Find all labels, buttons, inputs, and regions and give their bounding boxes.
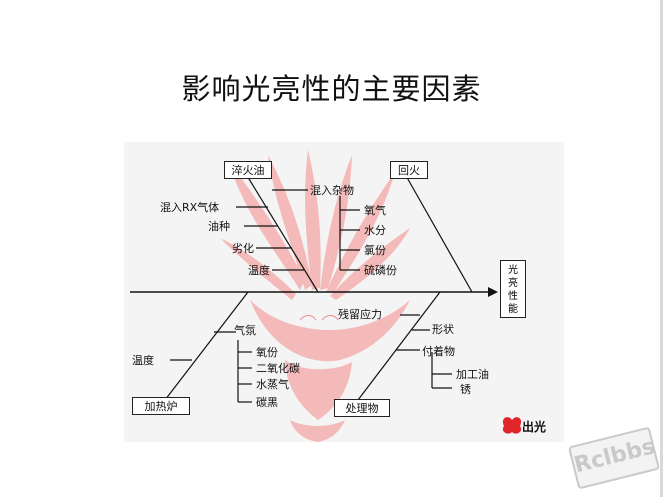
atmosphere-item: 碳黑 bbox=[256, 396, 278, 409]
category-box-furnace: 加热炉 bbox=[132, 397, 190, 415]
factor-furnace-temperature: 温度 bbox=[132, 354, 154, 367]
effect-char: 能 bbox=[508, 304, 518, 315]
atmosphere-item: 二氧化碳 bbox=[256, 362, 300, 375]
deposit-item: 锈 bbox=[460, 383, 471, 396]
factor-residual-stress: 残留应力 bbox=[338, 308, 382, 321]
effect-char: 亮 bbox=[508, 278, 518, 289]
brand-name: 出光 bbox=[522, 420, 547, 434]
factor-shape: 形状 bbox=[432, 323, 454, 336]
factor-impurity: 混入杂物 bbox=[310, 184, 354, 197]
impurity-item: 氧气 bbox=[364, 204, 386, 217]
impurity-item: 硫磷份 bbox=[364, 264, 397, 277]
factor-rx-gas: 混入RX气体 bbox=[160, 201, 220, 214]
atmosphere-item: 水蒸气 bbox=[256, 378, 289, 391]
factor-degradation: 劣化 bbox=[232, 242, 254, 255]
category-box-workpiece: 处理物 bbox=[334, 399, 390, 417]
impurity-item: 水分 bbox=[364, 224, 386, 237]
factor-atmosphere: 气氛 bbox=[234, 324, 256, 337]
effect-char: 光 bbox=[508, 265, 518, 276]
category-box-quench-oil: 淬火油 bbox=[224, 161, 272, 179]
deposit-item: 加工油 bbox=[456, 368, 489, 381]
category-box-tempering: 回火 bbox=[390, 161, 428, 179]
page-title: 影响光亮性的主要因素 bbox=[181, 72, 482, 106]
factor-oil-type: 油种 bbox=[208, 220, 230, 233]
atmosphere-item: 氧份 bbox=[256, 346, 278, 359]
factor-oil-temperature: 温度 bbox=[248, 264, 270, 277]
effect-char: 性 bbox=[508, 291, 518, 302]
factor-deposits: 付着物 bbox=[422, 345, 455, 358]
effect-box-brightness: 光 亮 性 能 bbox=[500, 260, 526, 318]
impurity-item: 氯份 bbox=[364, 244, 386, 257]
